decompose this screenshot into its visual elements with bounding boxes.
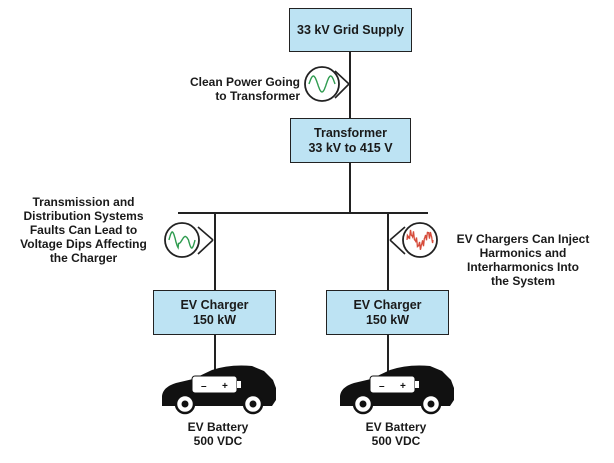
voltage-dip-line-5: the Charger <box>49 251 118 265</box>
transformer-title: Transformer <box>314 125 387 140</box>
battery-minus-right: – <box>379 381 385 392</box>
voltage-dip-line-4: Voltage Dips Affecting <box>20 237 147 251</box>
clean-power-line-2: to Transformer <box>215 89 300 103</box>
harmonics-annotation: EV Chargers Can Inject Harmonics and Int… <box>438 232 608 288</box>
voltage-dip-line-2: Distribution Systems <box>23 209 144 223</box>
battery-right-label: EV Battery 500 VDC <box>341 420 451 448</box>
battery-right-voltage: 500 VDC <box>371 434 421 448</box>
battery-minus-left: – <box>201 381 207 392</box>
charger-right-title: EV Charger <box>353 297 422 312</box>
transformer-box: Transformer 33 kV to 415 V <box>290 118 411 163</box>
voltage-dip-annotation: Transmission and Distribution Systems Fa… <box>6 195 161 265</box>
ev-charger-right-box: EV Charger 150 kW <box>326 290 449 335</box>
battery-right-title: EV Battery <box>365 420 427 434</box>
transformer-rating: 33 kV to 415 V <box>308 140 393 155</box>
charger-left-power: 150 kW <box>192 312 237 327</box>
car-left-icon: – + <box>162 365 276 415</box>
charger-left-title: EV Charger <box>180 297 249 312</box>
battery-left-voltage: 500 VDC <box>193 434 243 448</box>
battery-left-title: EV Battery <box>187 420 249 434</box>
harmonics-line-2: Harmonics and <box>479 246 567 260</box>
clean-power-annotation: Clean Power Going to Transformer <box>150 75 300 103</box>
grid-supply-label: 33 kV Grid Supply <box>297 22 404 37</box>
car-right-icon: – + <box>340 365 454 415</box>
battery-left-label: EV Battery 500 VDC <box>163 420 273 448</box>
battery-plus-right: + <box>400 381 406 392</box>
harmonics-line-4: the System <box>490 274 556 288</box>
harmonic-wave-icon <box>389 222 438 258</box>
harmonics-line-3: Interharmonics Into <box>466 260 579 274</box>
battery-plus-left: + <box>222 381 228 392</box>
harmonics-line-1: EV Chargers Can Inject <box>456 232 590 246</box>
voltage-dip-line-1: Transmission and <box>32 195 135 209</box>
charger-right-power: 150 kW <box>365 312 410 327</box>
grid-supply-box: 33 kV Grid Supply <box>289 8 412 52</box>
clean-power-line-1: Clean Power Going <box>189 75 300 89</box>
voltage-dip-wave-icon <box>164 222 214 258</box>
voltage-dip-line-3: Faults Can Lead to <box>29 223 138 237</box>
clean-sine-wave-icon <box>304 66 350 102</box>
ev-charger-left-box: EV Charger 150 kW <box>153 290 276 335</box>
